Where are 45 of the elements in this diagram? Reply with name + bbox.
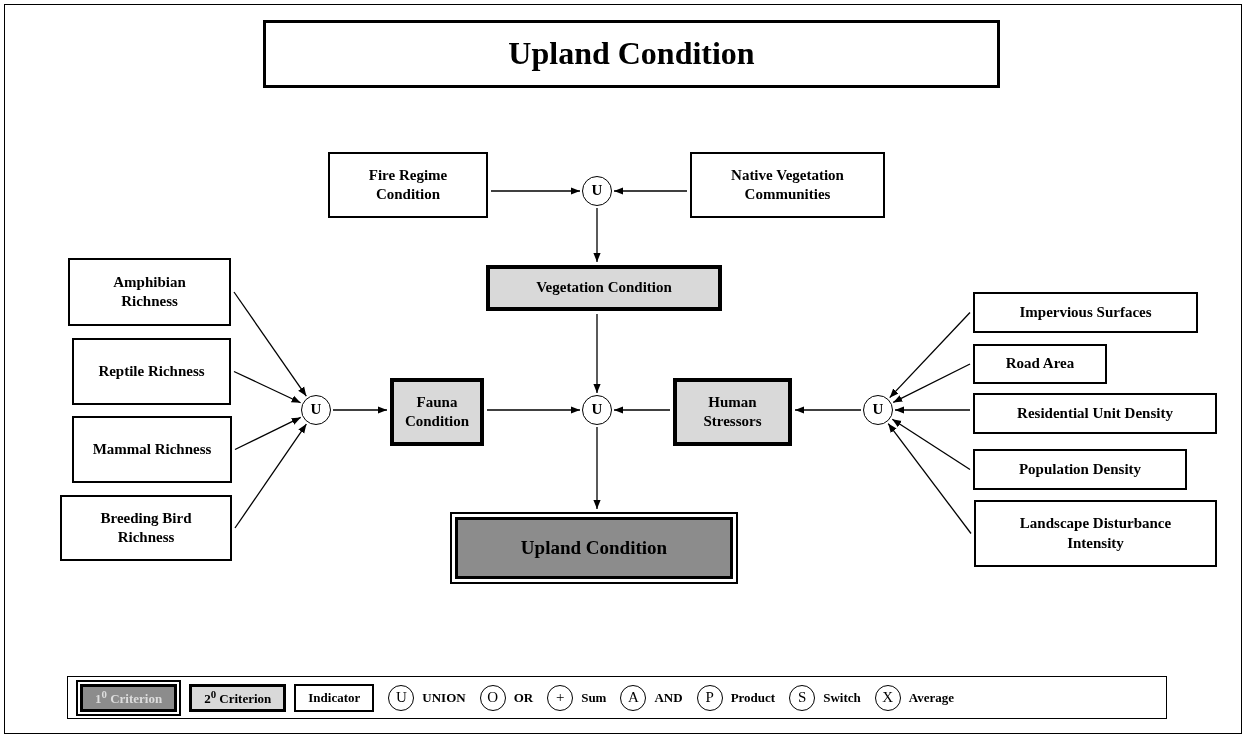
criterion-box: Vegetation Condition xyxy=(486,265,722,311)
arrow xyxy=(233,291,307,397)
union-operator-circle: U xyxy=(301,395,331,425)
indicator-box: Population Density xyxy=(973,449,1187,490)
arrow xyxy=(234,416,302,451)
indicator-box: Native Vegetation Communities xyxy=(690,152,885,218)
arrow xyxy=(486,406,581,414)
criterion-box: Fauna Condition xyxy=(390,378,484,446)
union-operator-circle: U xyxy=(582,176,612,206)
indicator-box: Fire Regime Condition xyxy=(328,152,488,218)
indicator-box: Amphibian Richness xyxy=(68,258,231,326)
legend-label: UNION xyxy=(422,689,466,706)
legend-label: AND xyxy=(654,689,683,706)
legend-swatch: Indicator xyxy=(294,683,375,712)
title-box: Upland Condition xyxy=(263,20,1000,88)
arrow xyxy=(613,406,671,414)
arrow xyxy=(891,418,971,471)
arrow xyxy=(894,406,971,414)
criterion-box: Human Stressors xyxy=(673,378,792,446)
arrow xyxy=(234,423,308,529)
legend-label: Sum xyxy=(581,689,607,706)
union-operator-circle: U xyxy=(582,395,612,425)
arrow xyxy=(887,422,972,535)
arrow xyxy=(613,187,688,195)
arrow xyxy=(332,406,388,414)
arrow xyxy=(892,363,971,404)
indicator-box: Road Area xyxy=(973,344,1107,384)
legend-label: OR xyxy=(513,689,534,706)
legend-label: Switch xyxy=(823,689,861,706)
arrow xyxy=(593,313,601,394)
indicator-box: Breeding Bird Richness xyxy=(60,495,232,561)
arrow xyxy=(593,207,601,263)
indicator-box: Residential Unit Density xyxy=(973,393,1217,434)
legend-swatch: 2$^{0}$ Criterion xyxy=(189,683,287,712)
indicator-box: Landscape Disturbance Intensity xyxy=(974,500,1217,567)
arrow xyxy=(233,370,302,404)
arrow xyxy=(889,311,971,399)
indicator-box: Mammal Richness xyxy=(72,416,232,483)
legend-label: Average xyxy=(908,689,954,706)
arrow xyxy=(490,187,581,195)
indicator-box: Reptile Richness xyxy=(72,338,231,405)
indicator-box: Impervious Surfaces xyxy=(973,292,1198,333)
legend-label: Product xyxy=(730,689,776,706)
arrow xyxy=(794,406,862,414)
union-operator-circle: U xyxy=(863,395,893,425)
